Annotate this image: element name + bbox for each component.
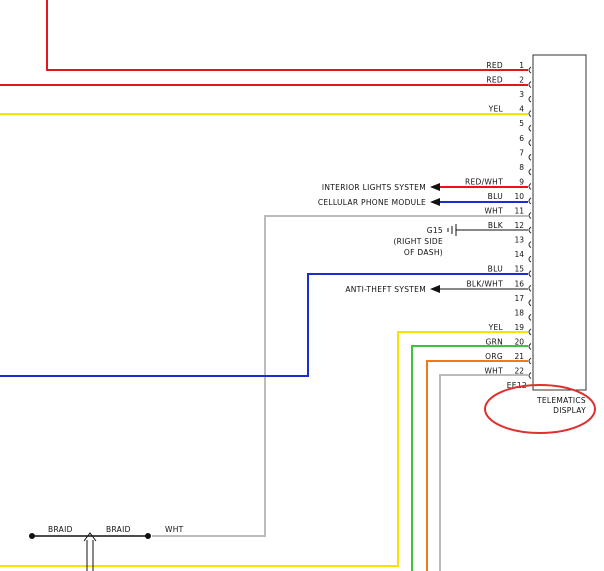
braid-label-left: BRAID bbox=[48, 525, 73, 534]
pin-number: 6 bbox=[519, 134, 524, 143]
wire-color-label: YEL bbox=[488, 105, 504, 114]
pin-terminal bbox=[528, 183, 532, 190]
pin-terminal bbox=[528, 197, 532, 205]
pin-number: 9 bbox=[519, 177, 524, 186]
pin-terminal bbox=[528, 212, 532, 219]
pin-number: 22 bbox=[514, 367, 524, 376]
ground-icon bbox=[447, 224, 457, 236]
pin-terminal bbox=[528, 255, 532, 263]
wire-color-label: BLU bbox=[488, 265, 503, 274]
pin-number: 19 bbox=[514, 323, 524, 332]
pin-terminal bbox=[528, 81, 532, 88]
pin-terminal bbox=[528, 313, 532, 321]
pin-number: 21 bbox=[514, 352, 524, 361]
pin-terminal bbox=[528, 168, 532, 176]
pin-number: 20 bbox=[514, 337, 524, 346]
pin-number: 14 bbox=[514, 250, 524, 259]
wire-pin21-org bbox=[426, 360, 528, 571]
connector-name-line2: DISPLAY bbox=[553, 406, 586, 415]
wire-pin1-red bbox=[46, 0, 528, 71]
wire-color-label: WHT bbox=[484, 367, 503, 376]
pin-number: 4 bbox=[519, 105, 524, 114]
wire-color-label: GRN bbox=[485, 337, 503, 346]
pin-number: 1 bbox=[519, 61, 524, 70]
arrow-icon bbox=[430, 183, 440, 191]
wire-color-label: BLK/WHT bbox=[466, 279, 503, 288]
pin-terminal bbox=[528, 372, 532, 379]
interior-lights-system-label: INTERIOR LIGHTS SYSTEM bbox=[322, 183, 426, 192]
pin-terminal bbox=[528, 241, 532, 248]
pin-number: 16 bbox=[514, 279, 524, 288]
pin-number: 17 bbox=[514, 294, 524, 303]
pin-terminal bbox=[528, 270, 532, 278]
wire-color-label: RED bbox=[486, 76, 503, 85]
pin-terminal bbox=[528, 328, 532, 336]
pin-number: 7 bbox=[519, 148, 524, 157]
wire-color-label: WHT bbox=[484, 207, 503, 216]
splice-dot bbox=[145, 533, 151, 539]
wire-color-label: YEL bbox=[488, 323, 504, 332]
wire-color-label: RED bbox=[486, 61, 503, 70]
pin-terminal bbox=[528, 153, 532, 161]
pin-terminal bbox=[528, 284, 532, 292]
splice-dot bbox=[29, 533, 35, 539]
wire-pin15-blu bbox=[0, 273, 528, 377]
pin-number: 10 bbox=[514, 192, 524, 201]
pin-terminal bbox=[528, 343, 532, 350]
cellular-phone-module-label: CELLULAR PHONE MODULE bbox=[318, 198, 426, 207]
wire-color-label: RED/WHT bbox=[465, 177, 503, 186]
ground-location-line1: (RIGHT SIDE bbox=[393, 237, 443, 246]
connector-code: EE12 bbox=[507, 381, 527, 390]
ground-code: G15 bbox=[427, 226, 443, 235]
wire-color-label: BLU bbox=[488, 192, 503, 201]
pin-terminal bbox=[528, 139, 532, 147]
bottom-wire-label: WHT bbox=[165, 525, 184, 534]
pin-number: 15 bbox=[514, 265, 524, 274]
wire-color-label: BLK bbox=[488, 221, 504, 230]
wires bbox=[0, 0, 528, 571]
braid-junction bbox=[83, 532, 97, 542]
arrow-icon bbox=[430, 285, 440, 293]
anti-theft-system-label: ANTI-THEFT SYSTEM bbox=[345, 285, 426, 294]
arrow-icon bbox=[430, 198, 440, 206]
pin-terminal bbox=[528, 66, 532, 74]
telematics-display-connector bbox=[532, 54, 587, 391]
wire-pin22-wht bbox=[439, 374, 528, 571]
pin-terminal bbox=[528, 226, 532, 234]
wire-pin19-yel bbox=[0, 331, 528, 567]
wire-color-label: ORG bbox=[485, 352, 503, 361]
pin-terminal bbox=[528, 124, 532, 132]
pin-number: 5 bbox=[519, 119, 524, 128]
pin-number: 13 bbox=[514, 236, 524, 245]
braid-label-right: BRAID bbox=[106, 525, 131, 534]
pin-terminal bbox=[528, 299, 532, 307]
ground-location-line2: OF DASH) bbox=[404, 248, 443, 257]
pin-terminal bbox=[528, 95, 532, 103]
highlight-circle bbox=[484, 384, 596, 434]
pin-terminal bbox=[528, 110, 532, 118]
connector-pins: 1RED2RED34YEL56789RED/WHT10BLU11WHT12BLK… bbox=[465, 61, 532, 379]
pin-number: 8 bbox=[519, 163, 524, 172]
wire-pin20-grn bbox=[411, 345, 528, 571]
connector-name-line1: TELEMATICS bbox=[536, 396, 586, 405]
pin-number: 18 bbox=[514, 308, 524, 317]
pin-number: 2 bbox=[519, 76, 524, 85]
pin-terminal bbox=[528, 357, 532, 365]
pin-number: 12 bbox=[514, 221, 524, 230]
pin-number: 11 bbox=[514, 207, 524, 216]
pin-number: 3 bbox=[519, 90, 524, 99]
